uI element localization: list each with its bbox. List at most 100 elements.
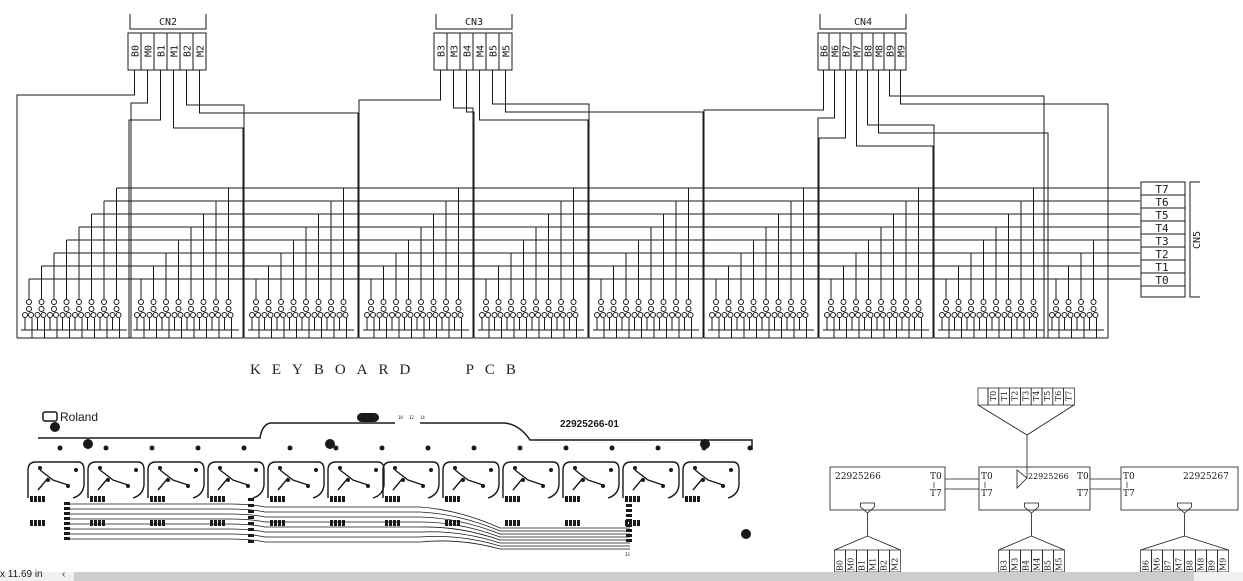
key-contact <box>303 306 309 312</box>
key-contact <box>177 312 184 318</box>
pcb-pad <box>98 520 101 526</box>
pcb-key-pattern <box>622 461 680 499</box>
pcb-pad <box>334 520 337 526</box>
pcb-pad <box>521 478 525 482</box>
m-line-wire <box>878 70 1049 338</box>
key-contact <box>1030 299 1037 305</box>
pcb-pad <box>385 496 388 502</box>
pcb-edge-pad <box>248 522 254 525</box>
pin-label: B7 <box>842 45 853 57</box>
pcb-bus-trace <box>70 538 630 550</box>
pcb-pad <box>453 520 456 526</box>
key-contact <box>685 299 692 305</box>
key-contact <box>955 299 962 305</box>
key-contact <box>1030 306 1037 312</box>
key-contact <box>637 312 644 318</box>
key-contact <box>648 299 654 305</box>
key-contact <box>1061 312 1068 318</box>
pcb-pad <box>149 445 155 451</box>
key-contact <box>560 312 566 318</box>
key-contact <box>401 312 408 318</box>
horizontal-scrollbar[interactable] <box>74 572 1194 581</box>
key-contact <box>455 299 462 305</box>
block-top-pin-label: T1 <box>1000 391 1009 401</box>
pcb-pad <box>569 520 572 526</box>
key-contact <box>315 306 322 312</box>
pcb-edge-pad <box>248 498 254 501</box>
pcb-hole <box>83 439 93 449</box>
b-line-wire <box>358 70 441 338</box>
pcb-pad <box>186 484 190 488</box>
pcb-bus-trace <box>70 518 630 538</box>
pcb-key-pattern <box>502 461 560 499</box>
key-contact <box>109 312 116 318</box>
block-top-pin <box>977 387 989 406</box>
pcb-edge-pad <box>64 507 70 510</box>
key-contact <box>955 306 962 312</box>
key-contact <box>541 312 548 318</box>
key-contact <box>892 312 899 318</box>
pcb-pad <box>397 496 400 502</box>
key-contact <box>97 312 103 318</box>
pcb-pad <box>577 496 580 502</box>
roland-logo-mark <box>42 411 58 422</box>
pcb-pad <box>338 520 341 526</box>
schematic-title: KEYBOARD PCB <box>250 362 527 378</box>
key-contact <box>750 299 757 305</box>
pcb-pad <box>509 520 512 526</box>
key-contact <box>255 312 261 318</box>
pad-number: 14 <box>420 415 425 420</box>
pcb-pad <box>449 520 452 526</box>
key-contact <box>980 306 987 312</box>
block-top-pin-label: T5 <box>1043 391 1052 401</box>
m-line-wire <box>453 70 474 338</box>
pcb-key-pattern <box>87 461 145 499</box>
pcb-edge-pad <box>626 534 632 537</box>
pcb-pad <box>401 478 405 482</box>
pcb-bus-trace <box>70 528 630 544</box>
key-contact <box>890 299 897 305</box>
pcb-pad <box>517 520 520 526</box>
key-contact <box>771 312 778 318</box>
key-contact <box>545 299 552 305</box>
pcb-pad <box>453 496 456 502</box>
pin-label: B0 <box>131 45 142 57</box>
key-contact <box>738 299 744 305</box>
pcb-edge-pad <box>626 509 632 512</box>
pcb-pad <box>661 484 665 488</box>
cn5-pin-label: T0 <box>1155 274 1168 287</box>
key-contact <box>775 299 782 305</box>
key-contact <box>317 312 324 318</box>
key-contact <box>278 306 284 312</box>
pcb-pad <box>214 520 217 526</box>
key-contact <box>38 299 45 305</box>
key-contact <box>330 312 336 318</box>
pcb-edge-pad <box>248 534 254 537</box>
pcb-pad <box>241 445 247 451</box>
block-bottom-pin-label: B7 <box>1164 560 1173 571</box>
pin-label: M0 <box>144 45 155 57</box>
key-contact <box>673 299 679 305</box>
key-contact <box>802 312 809 318</box>
key-contact <box>650 312 656 318</box>
cn5-bracket <box>1189 181 1200 298</box>
key-contact <box>662 312 669 318</box>
key-contact <box>38 306 45 312</box>
pcb-edge-pad <box>626 539 632 542</box>
scroll-left-button[interactable]: ‹ <box>62 569 66 580</box>
block-top-pin-label: T2 <box>1011 391 1020 401</box>
key-contact <box>286 312 293 318</box>
pad-number: 12 <box>409 415 414 420</box>
connector-label: CN3 <box>465 17 483 28</box>
key-contact <box>545 306 552 312</box>
key-contact <box>311 312 318 318</box>
pcb-pad <box>641 478 645 482</box>
key-contact <box>63 306 70 312</box>
key-contact <box>389 312 395 318</box>
pcb-pad <box>90 496 93 502</box>
pcb-key-trace <box>337 469 369 491</box>
key-contact <box>101 306 107 312</box>
